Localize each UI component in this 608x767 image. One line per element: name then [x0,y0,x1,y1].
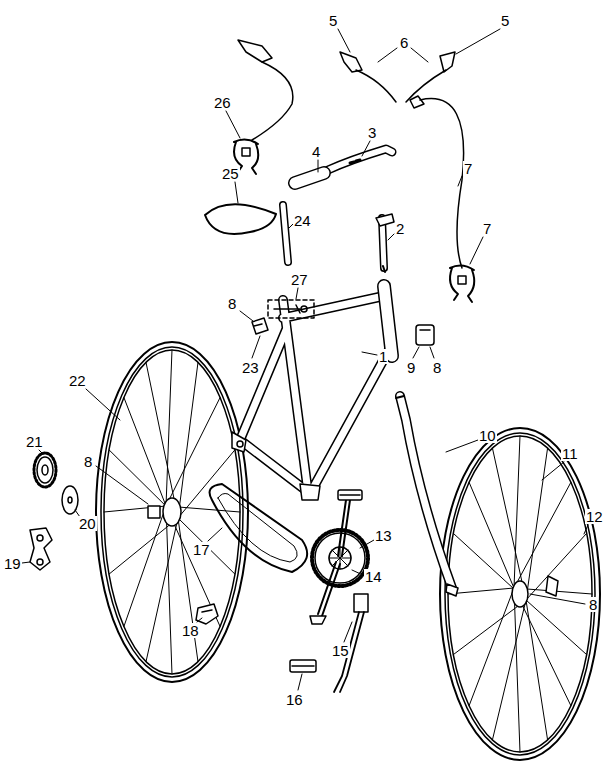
leader-lines [22,29,588,690]
callout-number: 14 [364,569,383,584]
callout-number: 23 [241,360,260,375]
callout-number: 18 [181,623,200,638]
callout-number: 4 [311,144,321,159]
drivetrain-parts [30,453,218,624]
callout-number: 24 [293,213,312,228]
callout-number: 2 [395,221,405,236]
callout-number: 5 [328,13,338,28]
brake-levers [340,52,474,302]
small-parts [252,300,434,345]
callout-number: 8 [588,597,598,612]
callout-number: 22 [68,373,87,388]
rear-wheel [96,342,248,682]
front-fork [396,396,458,596]
callout-number: 8 [227,296,237,311]
callout-number: 7 [482,221,492,236]
chain [210,484,308,572]
callout-number: 11 [561,446,579,461]
callout-number: 17 [192,542,211,557]
handlebar [295,149,394,272]
callout-number: 1 [378,349,388,364]
callout-number: 8 [83,454,93,469]
front-wheel [440,428,600,760]
callout-number: 12 [585,509,604,524]
callout-number: 13 [374,528,393,543]
callout-number: 20 [78,516,97,531]
callout-number: 7 [463,161,473,176]
rear-brake [234,40,293,174]
callout-number: 19 [3,556,22,571]
callout-number: 3 [367,125,377,140]
callout-number: 26 [213,95,232,110]
callout-number: 27 [290,272,309,287]
callout-number: 16 [285,692,304,707]
callout-number: 9 [406,360,416,375]
callout-number: 15 [331,643,350,658]
frame [232,286,392,500]
callout-number: 10 [478,428,497,443]
callout-number: 25 [221,166,240,181]
saddle [205,204,288,262]
crankset [290,490,368,672]
callout-number: 5 [500,13,510,28]
callout-number: 21 [25,434,44,449]
callout-number: 8 [432,360,442,375]
callout-number: 6 [399,35,409,50]
